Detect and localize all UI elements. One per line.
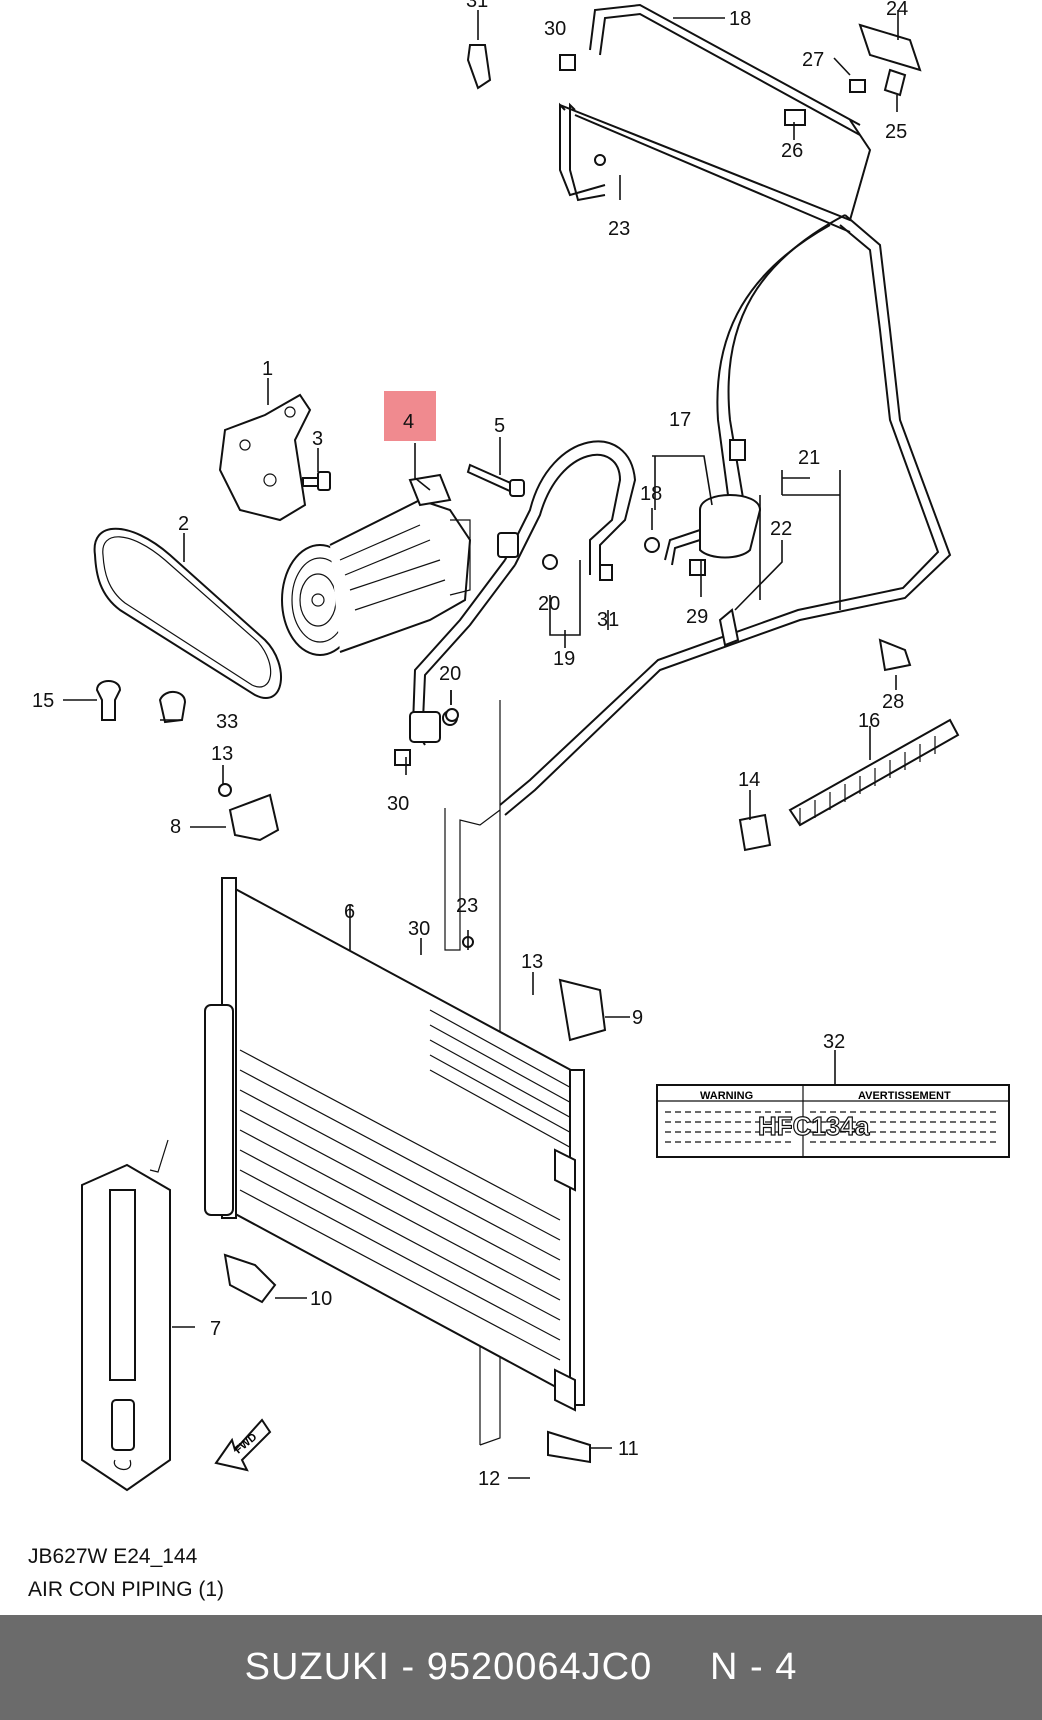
callout-29: 29: [686, 606, 708, 628]
bracket-9: [558, 978, 607, 1042]
bracket-10: [223, 1253, 277, 1304]
discharge-pipe: [409, 440, 637, 746]
callout-17: 17: [669, 409, 691, 431]
compressor: [281, 473, 472, 656]
hose-17: [664, 214, 846, 566]
clips-15-33: [95, 680, 187, 724]
footer-bar: SUZUKI - 9520064JC0 N - 4: [0, 1615, 1042, 1720]
callout-19: 19: [553, 648, 575, 670]
callout-14: 14: [738, 769, 760, 791]
callout-4: 4: [403, 411, 414, 433]
fasteners: [302, 23, 922, 948]
callout-3: 3: [312, 428, 323, 450]
label-avertissement-text: AVERTISSEMENT: [858, 1090, 951, 1102]
footer-part-number: SUZUKI - 9520064JC0: [244, 1646, 653, 1688]
belt-2: [93, 527, 282, 699]
callout-13b: 13: [521, 951, 543, 973]
callout-23b: 23: [456, 895, 478, 917]
callout-5: 5: [494, 415, 505, 437]
callout-26: 26: [781, 140, 803, 162]
callout-7: 7: [210, 1318, 221, 1340]
callout-21: 21: [798, 447, 820, 469]
callout-24: 24: [886, 0, 908, 20]
callout-11: 11: [618, 1438, 639, 1460]
highlight-box-part-4: [384, 391, 436, 441]
callout-10: 10: [310, 1288, 332, 1310]
callout-32: 32: [823, 1031, 845, 1053]
callout-23a: 23: [608, 218, 630, 240]
callout-22: 22: [770, 518, 792, 540]
callout-1: 1: [262, 358, 273, 380]
diagram-code: JB627W E24_144: [28, 1545, 198, 1568]
leader-lines: [63, 10, 899, 1479]
footer-page-ref: N - 4: [710, 1646, 798, 1688]
receiver-drier: [81, 1004, 234, 1492]
callout-20b: 20: [439, 663, 461, 685]
label-refrigerant-text: HFC134a: [758, 1111, 870, 1141]
callout-31b: 31: [597, 609, 619, 631]
callout-15: 15: [32, 690, 54, 712]
callout-20a: 20: [538, 593, 560, 615]
footer-spacer: [652, 1646, 710, 1689]
callout-25: 25: [885, 121, 907, 143]
bracket-8: [218, 783, 280, 842]
callout-30a: 30: [544, 18, 566, 40]
upper-pipes: [499, 3, 952, 816]
diagram-caption: JB627W E24_144 AIR CON PIPING (1): [28, 1540, 224, 1606]
callouts: 1 2 3 4 5 6 7 8 9 10 11 12 13 13 14 15 1…: [32, 0, 908, 1490]
callout-33: 33: [216, 711, 238, 733]
hose-16: [738, 718, 960, 852]
fwd-arrow-icon: FWD: [214, 1418, 272, 1472]
parts-diagram: FWD WARNING AVERTISSEMENT HFC134a: [32, 0, 1010, 1492]
callout-30c: 30: [408, 918, 430, 940]
warning-label: WARNING AVERTISSEMENT HFC134a: [656, 1084, 1010, 1158]
diagram-title: AIR CON PIPING (1): [28, 1578, 225, 1601]
callout-16: 16: [858, 710, 880, 732]
callout-30b: 30: [387, 793, 409, 815]
callout-8: 8: [170, 816, 181, 838]
callout-18b: 18: [640, 483, 662, 505]
label-warning-text: WARNING: [700, 1090, 753, 1102]
callout-12: 12: [478, 1468, 500, 1490]
callout-6: 6: [344, 901, 355, 923]
bracket-1: [218, 393, 312, 522]
callout-31a: 31: [466, 0, 488, 12]
clip-28: [878, 638, 912, 672]
callout-13a: 13: [211, 743, 233, 765]
callout-2: 2: [178, 513, 189, 535]
callout-28: 28: [882, 691, 904, 713]
callout-18a: 18: [729, 8, 751, 30]
callout-9: 9: [632, 1007, 643, 1029]
callout-27: 27: [802, 49, 824, 71]
bracket-11: [547, 1430, 591, 1464]
